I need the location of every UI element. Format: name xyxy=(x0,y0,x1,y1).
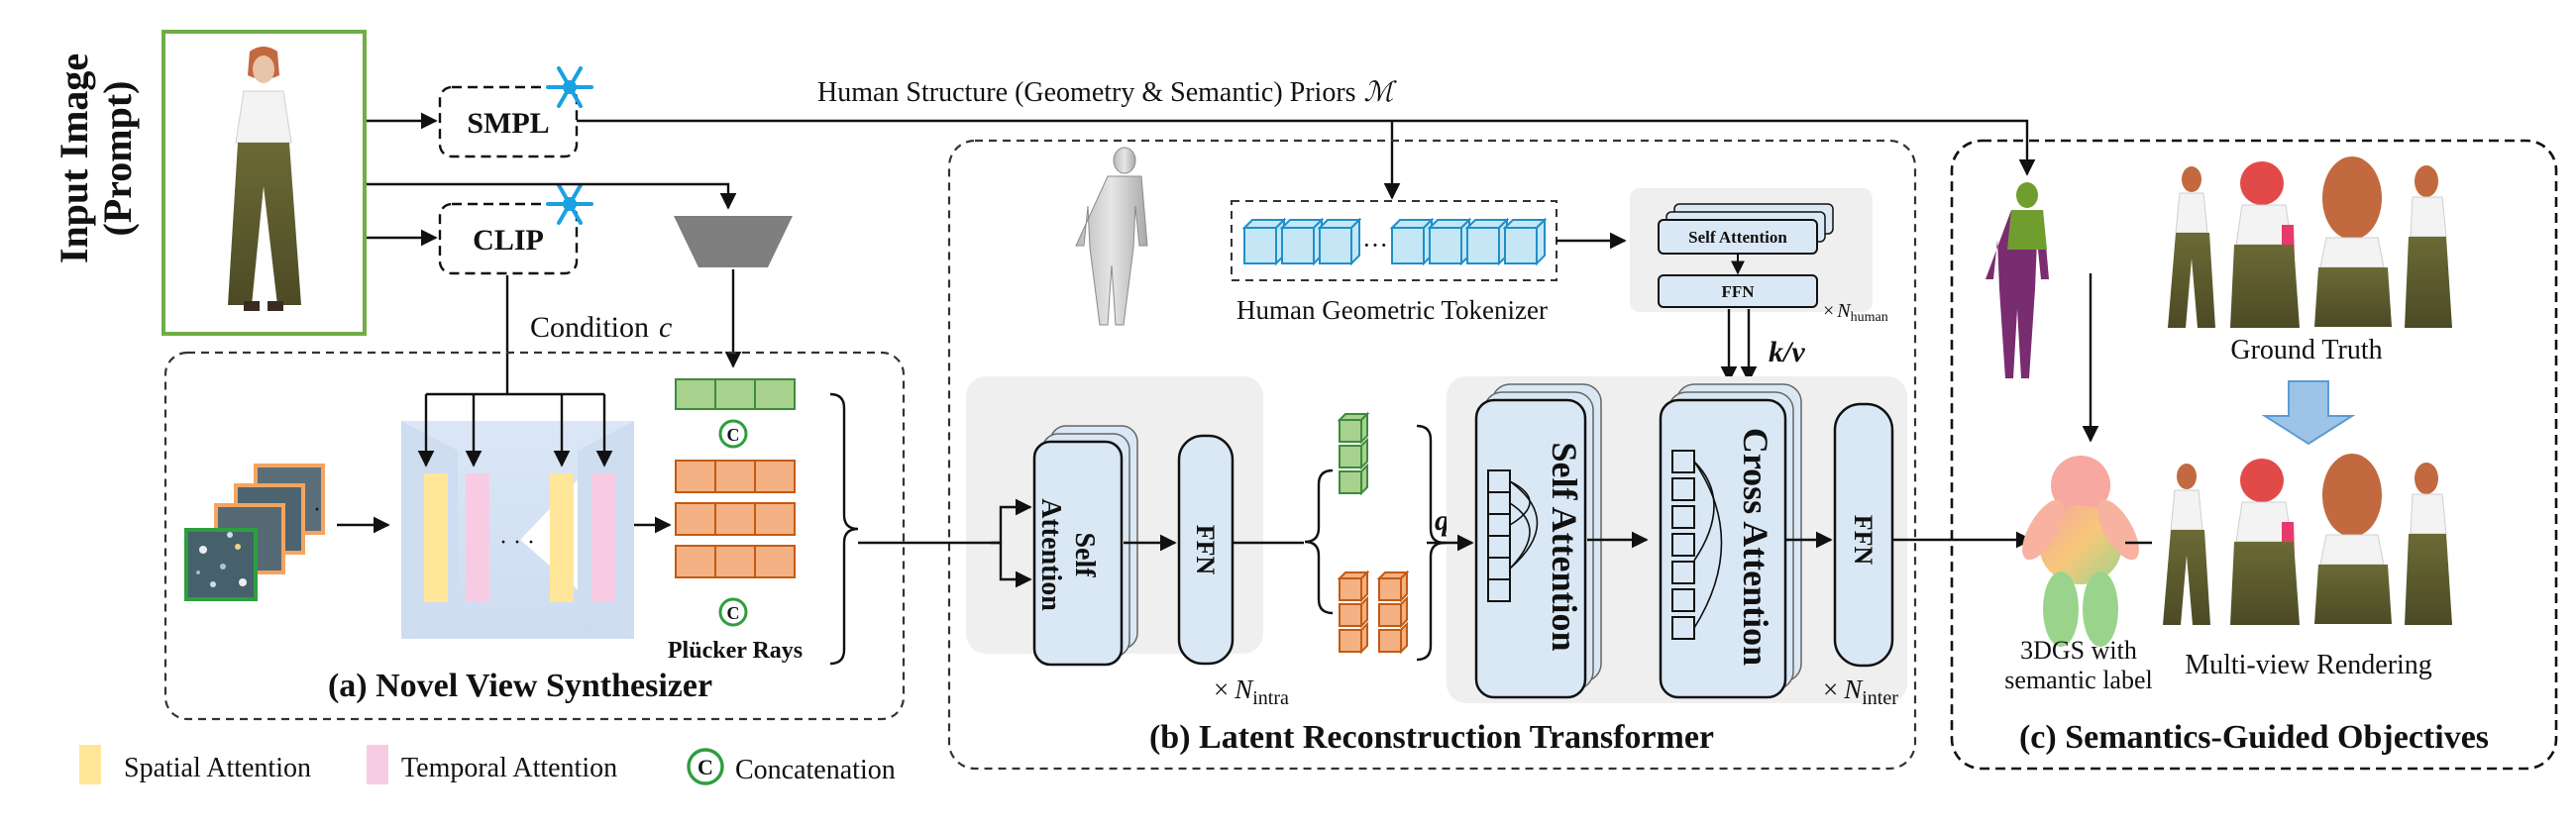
input-title-line1: Input Image xyxy=(52,53,96,263)
clip-label: CLIP xyxy=(473,224,544,257)
input-title-line2: (Prompt) xyxy=(95,81,140,237)
geometric-tokens xyxy=(1241,217,1548,266)
ground-truth-label: Ground Truth xyxy=(2230,335,2382,365)
plucker-green-tokens xyxy=(675,378,796,410)
render-label: Multi-view Rendering xyxy=(2185,650,2432,680)
camera-icon xyxy=(674,216,793,267)
intra-brace xyxy=(1304,468,1334,615)
semantic-human-image xyxy=(1986,182,2049,378)
priors-label: Human Structure (Geometry & Semantic) Pr… xyxy=(817,77,1398,108)
n-human-label: ×Nhuman xyxy=(1823,300,1888,325)
spatial-attention-block xyxy=(550,473,574,602)
concat-icon: C xyxy=(718,419,748,449)
n-intra-label: ×Nintra xyxy=(1214,674,1289,709)
clip-box xyxy=(438,202,579,275)
cross-attention-arcs xyxy=(1693,461,1723,629)
down-arrow-icon xyxy=(2261,380,2356,446)
panel-b-title: (b) Latent Reconstruction Transformer xyxy=(1149,719,1714,756)
ground-truth-images xyxy=(2168,156,2452,328)
frames-ellipsis: · xyxy=(313,497,321,523)
panel-a-brace xyxy=(829,392,859,666)
intra-ffn-label: FFN xyxy=(1191,525,1220,575)
svg-text:C: C xyxy=(727,425,740,445)
small-ffn-block xyxy=(1658,274,1818,308)
rendered-images xyxy=(2163,454,2452,625)
intra-self-attention-label: SelfAttention xyxy=(1035,498,1100,611)
inter-cross-attention-label: Cross Attention xyxy=(1736,428,1775,666)
legend-spatial-label: Spatial Attention xyxy=(124,753,311,783)
snowflake-icon xyxy=(546,183,593,225)
unet-ellipsis: · · · xyxy=(499,530,535,556)
plucker-label: Plücker Rays xyxy=(668,638,803,664)
cross-attention-token-column xyxy=(1671,450,1695,640)
svg-text:C: C xyxy=(698,755,713,779)
intra-self-attention-stack xyxy=(1032,425,1138,667)
small-ffn-label: FFN xyxy=(1721,282,1755,301)
concat-icon: C xyxy=(718,597,748,627)
orange-split-tokens xyxy=(1337,570,1410,655)
small-self-attention-label: Self Attention xyxy=(1688,228,1787,247)
input-person-image xyxy=(228,47,301,311)
3dgs-label-line2: semantic label xyxy=(2004,666,2152,694)
input-image-title: Input Image (Prompt) xyxy=(52,53,140,263)
3dgs-semantic-figure xyxy=(2022,456,2139,647)
panel-a-frame xyxy=(163,351,906,721)
spatial-attention-block xyxy=(424,473,448,602)
legend-spatial-swatch xyxy=(79,745,101,784)
unet-shape xyxy=(401,421,634,639)
snowflake-icon xyxy=(546,66,593,108)
small-self-attention-stack xyxy=(1658,203,1834,255)
panel-b-frame xyxy=(947,139,1917,771)
tokens-ellipsis: ··· xyxy=(1362,231,1388,259)
3dgs-label-line1: 3DGS with xyxy=(2020,636,2137,665)
temporal-attention-block xyxy=(466,473,489,602)
inter-ffn-label: FFN xyxy=(1849,515,1878,566)
smpl-label: SMPL xyxy=(467,107,549,140)
plucker-orange-tokens xyxy=(675,460,796,578)
intra-ffn-block xyxy=(1177,434,1234,666)
panel-a-title: (a) Novel View Synthesizer xyxy=(328,668,712,704)
self-attention-token-column xyxy=(1487,469,1511,602)
panel-c-title: (c) Semantics-Guided Objectives xyxy=(2019,719,2489,756)
tokenizer-label: Human Geometric Tokenizer xyxy=(1236,295,1548,325)
temporal-attention-block xyxy=(591,473,615,602)
legend-concat-icon: C xyxy=(687,748,724,785)
smpl-box xyxy=(438,85,579,158)
legend-temporal-label: Temporal Attention xyxy=(401,753,617,783)
svg-text:C: C xyxy=(727,603,740,623)
self-attention-arcs xyxy=(1509,480,1539,570)
panel-c-frame xyxy=(1950,139,2558,771)
q-label: q xyxy=(1435,504,1449,537)
noise-frames xyxy=(184,464,325,601)
inter-self-attention-label: Self Attention xyxy=(1545,443,1584,652)
green-split-tokens xyxy=(1337,411,1370,496)
inter-ffn-block xyxy=(1833,402,1894,668)
kv-label: k/v xyxy=(1769,336,1805,368)
legend-concat-label: Concatenation xyxy=(735,755,896,785)
human-mesh-image xyxy=(1075,147,1148,326)
legend-temporal-swatch xyxy=(367,745,388,784)
n-inter-label: ×Ninter xyxy=(1823,674,1898,709)
